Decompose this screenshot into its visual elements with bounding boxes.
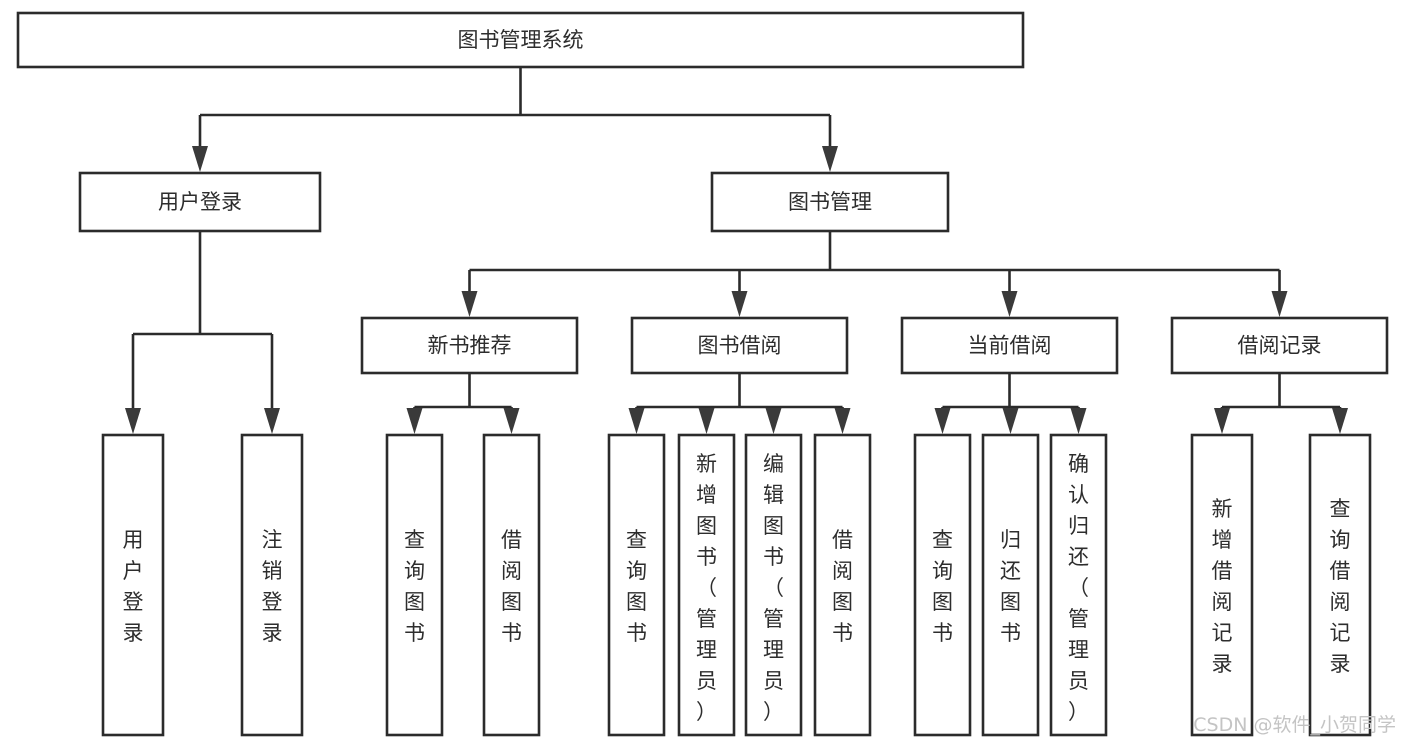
node-label: 图书管理系统 bbox=[458, 28, 584, 52]
node-box bbox=[1308, 433, 1372, 737]
node-n-current-borrow[interactable]: 当前借阅 bbox=[900, 316, 1119, 375]
node-box bbox=[677, 433, 736, 737]
node-box bbox=[482, 433, 541, 737]
node-l-query-book-1[interactable]: 查询图书 bbox=[385, 433, 444, 737]
node-n-book-borrow[interactable]: 图书借阅 bbox=[630, 316, 849, 375]
connector-arrowhead bbox=[1332, 408, 1348, 434]
node-box bbox=[78, 171, 322, 233]
node-label: 查询借阅记录 bbox=[1330, 497, 1351, 676]
node-label: 新书推荐 bbox=[428, 334, 512, 358]
connector-arrowhead bbox=[461, 291, 478, 317]
node-box bbox=[607, 433, 666, 737]
node-box bbox=[385, 433, 444, 737]
node-label: 借阅图书 bbox=[501, 528, 522, 645]
node-label: 用户登录 bbox=[123, 528, 144, 645]
node-l-edit-book[interactable]: 编辑图书（管理员） bbox=[744, 433, 803, 737]
connector-arrowhead bbox=[628, 408, 645, 434]
node-box bbox=[981, 433, 1040, 737]
connector-arrowhead bbox=[822, 146, 838, 172]
connector-arrowhead bbox=[731, 291, 748, 317]
node-layer: 图书管理系统用户登录图书管理新书推荐图书借阅当前借阅借阅记录用户登录注销登录查询… bbox=[16, 11, 1389, 737]
connector-arrowhead bbox=[125, 408, 141, 434]
connector-arrowhead bbox=[1002, 408, 1019, 434]
node-l-logout[interactable]: 注销登录 bbox=[240, 433, 304, 737]
node-box bbox=[913, 433, 972, 737]
node-label: 编辑图书（管理员） bbox=[763, 452, 784, 724]
connector-arrowhead bbox=[834, 408, 851, 434]
node-box bbox=[813, 433, 872, 737]
connector-arrowhead bbox=[934, 408, 951, 434]
node-l-query-book-2[interactable]: 查询图书 bbox=[607, 433, 666, 737]
connector-arrowhead bbox=[1271, 291, 1288, 317]
node-label: 确认归还（管理员） bbox=[1068, 452, 1089, 724]
node-n-book-mgmt[interactable]: 图书管理 bbox=[710, 171, 950, 233]
connector-arrowhead bbox=[765, 408, 782, 434]
node-box bbox=[1170, 316, 1389, 375]
node-l-return-book[interactable]: 归还图书 bbox=[981, 433, 1040, 737]
connector-arrowhead bbox=[192, 146, 208, 172]
node-n-new-book-rec[interactable]: 新书推荐 bbox=[360, 316, 579, 375]
node-box bbox=[16, 11, 1025, 69]
node-root[interactable]: 图书管理系统 bbox=[16, 11, 1025, 69]
node-label: 查询图书 bbox=[932, 528, 953, 645]
node-box bbox=[900, 316, 1119, 375]
node-label: 当前借阅 bbox=[968, 334, 1052, 358]
node-box bbox=[630, 316, 849, 375]
connector-arrowhead bbox=[1214, 408, 1230, 434]
node-l-borrow-book-2[interactable]: 借阅图书 bbox=[813, 433, 872, 737]
node-l-borrow-book-1[interactable]: 借阅图书 bbox=[482, 433, 541, 737]
connector-arrowhead bbox=[698, 408, 715, 434]
node-label: 借阅记录 bbox=[1238, 334, 1322, 358]
node-l-query-record[interactable]: 查询借阅记录 bbox=[1308, 433, 1372, 737]
node-box bbox=[101, 433, 165, 737]
node-box bbox=[360, 316, 579, 375]
node-l-add-record[interactable]: 新增借阅记录 bbox=[1190, 433, 1254, 737]
node-l-confirm-return[interactable]: 确认归还（管理员） bbox=[1049, 433, 1108, 737]
node-l-add-book[interactable]: 新增图书（管理员） bbox=[677, 433, 736, 737]
node-n-borrow-record[interactable]: 借阅记录 bbox=[1170, 316, 1389, 375]
node-label: 图书管理 bbox=[788, 190, 872, 214]
node-box bbox=[710, 171, 950, 233]
node-label: 图书借阅 bbox=[698, 334, 782, 358]
node-l-user-login[interactable]: 用户登录 bbox=[101, 433, 165, 737]
node-n-user-login[interactable]: 用户登录 bbox=[78, 171, 322, 233]
node-label: 用户登录 bbox=[158, 190, 242, 214]
node-box bbox=[1049, 433, 1108, 737]
connector-arrowhead bbox=[1070, 408, 1087, 434]
connector-arrowhead bbox=[264, 408, 280, 434]
connector-arrowhead bbox=[503, 408, 520, 434]
connector-arrowhead bbox=[1001, 291, 1018, 317]
node-label: 新增图书（管理员） bbox=[696, 452, 717, 724]
node-l-query-book-3[interactable]: 查询图书 bbox=[913, 433, 972, 737]
csdn-watermark: CSDN @软件_小贺同学 bbox=[1193, 714, 1396, 736]
node-box bbox=[240, 433, 304, 737]
node-box bbox=[1190, 433, 1254, 737]
node-label: 查询图书 bbox=[404, 528, 425, 645]
node-label: 借阅图书 bbox=[832, 528, 853, 645]
node-label: 查询图书 bbox=[626, 528, 647, 645]
node-label: 归还图书 bbox=[1000, 528, 1021, 645]
node-label: 注销登录 bbox=[262, 528, 283, 645]
connector-layer bbox=[125, 67, 1348, 434]
connector-arrowhead bbox=[406, 408, 423, 434]
node-label: 新增借阅记录 bbox=[1212, 497, 1233, 676]
node-box bbox=[744, 433, 803, 737]
